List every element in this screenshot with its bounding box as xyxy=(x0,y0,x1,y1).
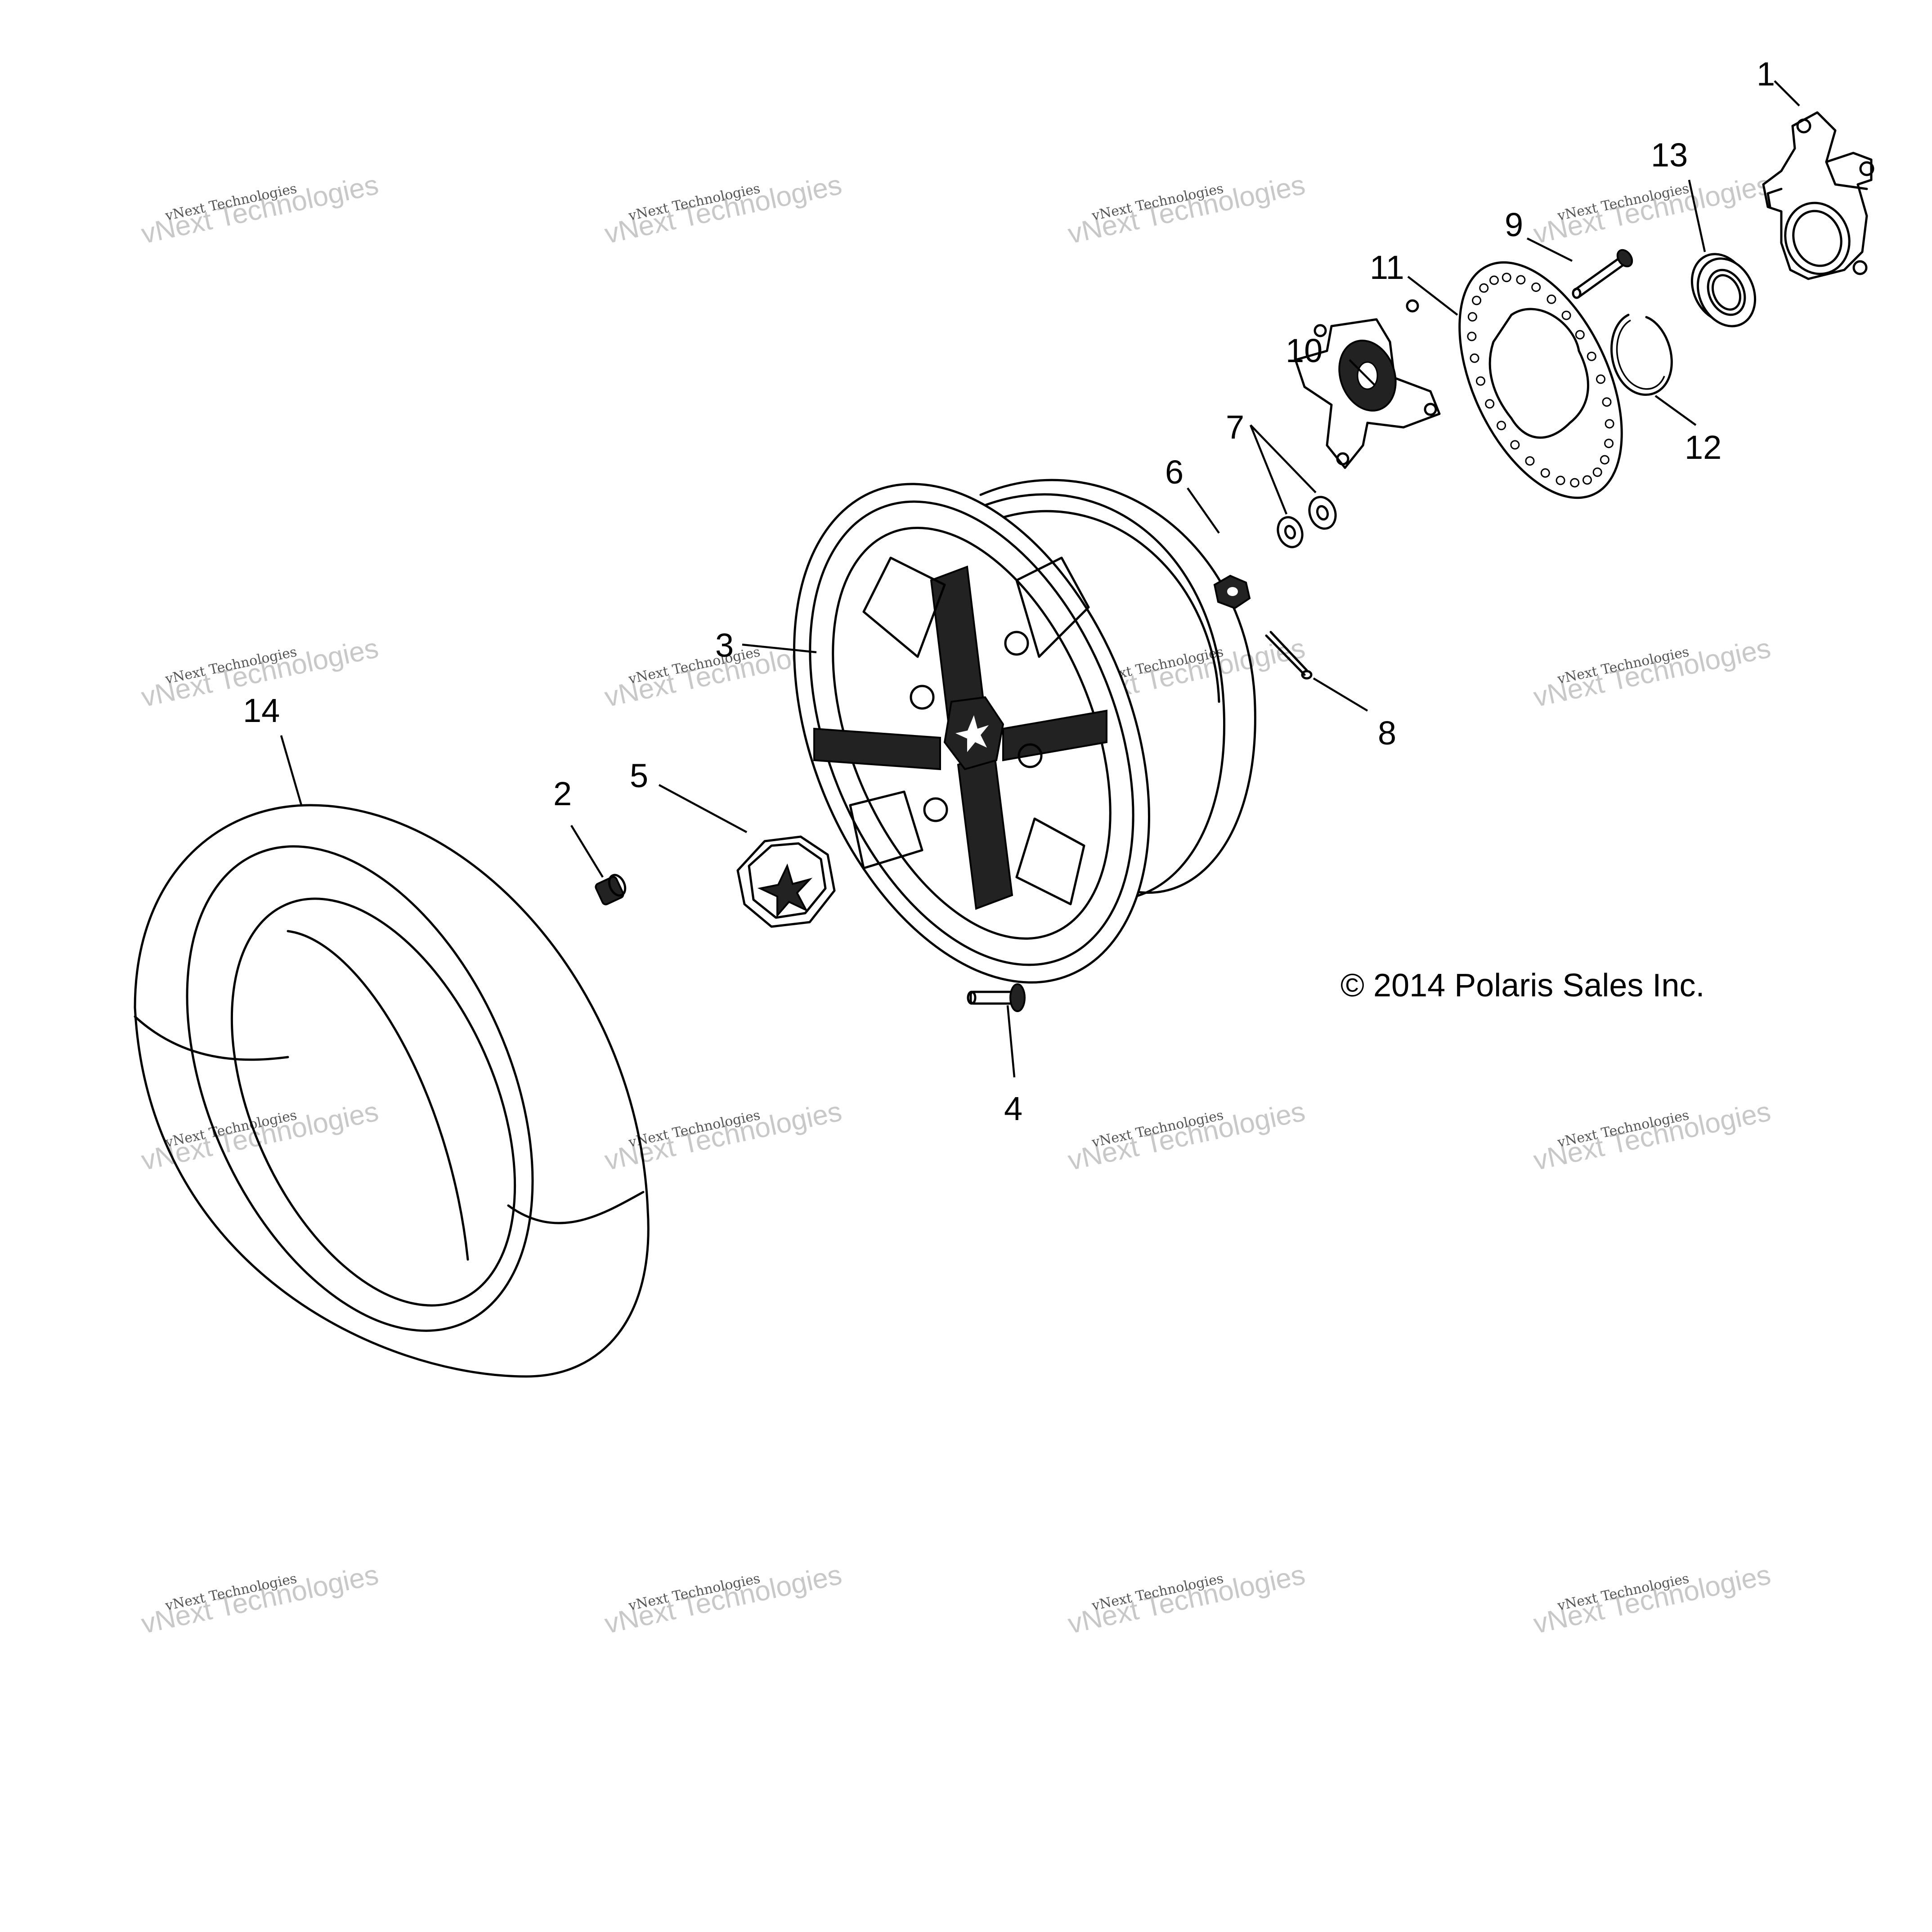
callout-8: 8 xyxy=(1378,714,1396,752)
disc-hole xyxy=(1531,282,1541,292)
brake-disc-icon[interactable] xyxy=(1426,238,1655,523)
disc-hole xyxy=(1600,455,1609,465)
lug-nut-icon[interactable] xyxy=(595,872,628,905)
center-cap-icon[interactable] xyxy=(736,835,836,928)
callout-7: 7 xyxy=(1226,408,1244,446)
disc-hole xyxy=(1467,312,1477,322)
disc-hole xyxy=(1467,332,1477,341)
callout-1: 1 xyxy=(1757,55,1775,93)
callout-2: 2 xyxy=(553,775,572,812)
disc-hole xyxy=(1479,283,1489,293)
disc-hole xyxy=(1470,353,1479,363)
disc-hole xyxy=(1592,467,1602,477)
cotter-pin-icon[interactable] xyxy=(1265,631,1313,680)
brake-disc-holes xyxy=(1467,273,1614,488)
callout-12: 12 xyxy=(1685,429,1721,466)
disc-hole xyxy=(1540,468,1550,478)
disc-hole xyxy=(1582,475,1592,485)
disc-hole xyxy=(1472,296,1482,305)
steering-knuckle-icon[interactable] xyxy=(1762,111,1874,283)
callout-3: 3 xyxy=(715,627,734,664)
callout-10: 10 xyxy=(1286,332,1322,369)
disc-hole xyxy=(1602,397,1612,407)
disc-hole xyxy=(1497,421,1506,430)
disc-hole xyxy=(1555,475,1565,485)
disc-hole xyxy=(1476,376,1485,386)
washers-icon[interactable] xyxy=(1274,493,1340,551)
disc-hole xyxy=(1525,456,1535,466)
castle-nut-icon[interactable] xyxy=(1213,574,1251,610)
callout-5: 5 xyxy=(630,757,648,794)
leader-lines xyxy=(280,80,1800,1078)
disc-hole xyxy=(1502,273,1511,282)
wheel-hub-icon[interactable] xyxy=(1294,299,1441,469)
tire-icon[interactable] xyxy=(118,793,650,1384)
callout-9: 9 xyxy=(1505,206,1523,243)
disc-hole xyxy=(1570,478,1580,488)
callout-11: 11 xyxy=(1370,249,1404,286)
wheel-stud-icon[interactable] xyxy=(967,983,1026,1012)
disc-hole xyxy=(1546,294,1556,304)
disc-hole xyxy=(1575,330,1585,340)
disc-hole xyxy=(1510,440,1520,450)
callout-labels: 1 2 3 4 5 6 7 8 9 10 11 12 13 14 xyxy=(243,55,1775,1127)
callout-13: 13 xyxy=(1651,136,1688,174)
bolt-icon[interactable] xyxy=(1572,247,1635,299)
copyright-notice: © 2014 Polaris Sales Inc. xyxy=(1340,968,1704,1004)
disc-hole xyxy=(1561,310,1571,320)
disc-hole xyxy=(1605,419,1614,429)
disc-hole xyxy=(1485,399,1495,409)
disc-hole xyxy=(1596,374,1605,384)
disc-hole xyxy=(1516,275,1526,285)
callout-4: 4 xyxy=(1004,1090,1022,1127)
disc-hole xyxy=(1587,351,1596,361)
callout-6: 6 xyxy=(1165,453,1183,491)
disc-hole xyxy=(1604,439,1614,448)
disc-hole xyxy=(1489,275,1499,285)
retaining-ring-icon[interactable] xyxy=(1610,314,1673,396)
wheel-rim-icon[interactable] xyxy=(726,431,1256,1035)
callout-14: 14 xyxy=(243,692,280,729)
bearing-icon[interactable] xyxy=(1681,245,1766,336)
